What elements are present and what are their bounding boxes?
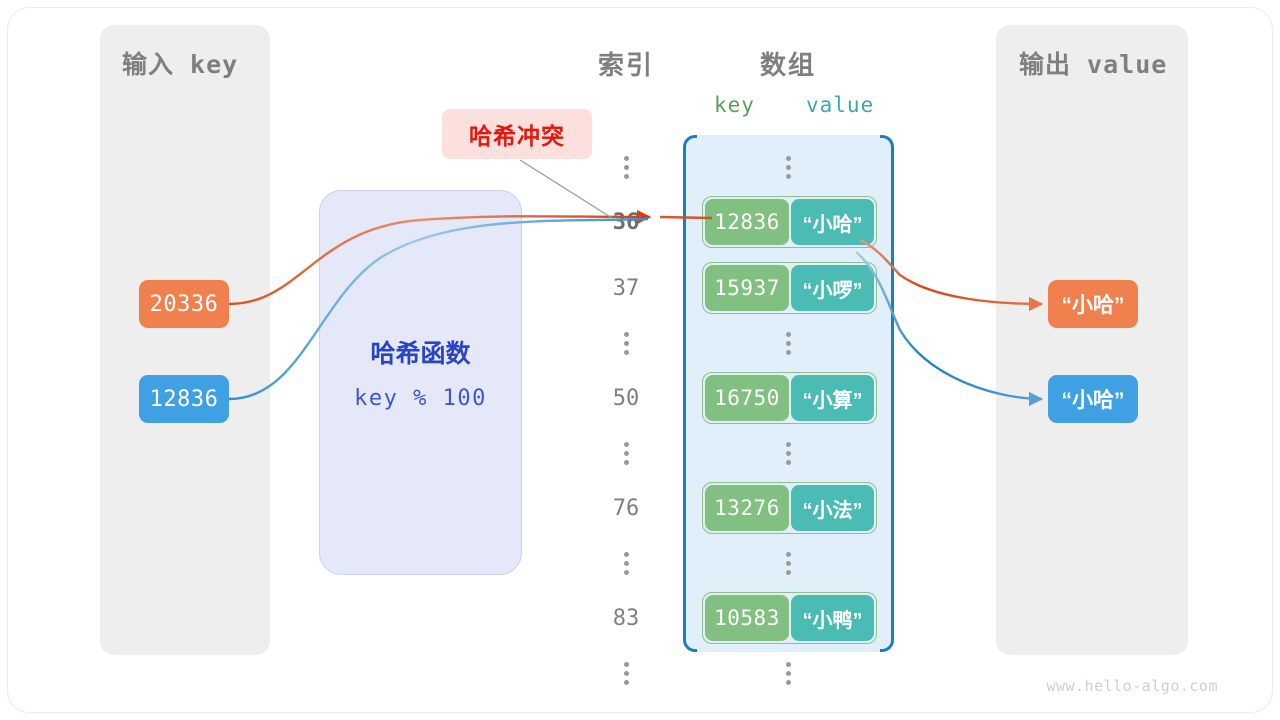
index-ellipsis: [591, 438, 661, 468]
bucket-value-cell: “小啰”: [790, 265, 874, 311]
bucket-value-cell: “小哈”: [790, 199, 874, 245]
index-label-50: 50: [612, 386, 640, 411]
bucket-key-cell: 10583: [705, 595, 789, 641]
hash-function-formula: key % 100: [354, 386, 487, 411]
array-ellipsis: [683, 438, 894, 468]
array-column-header: 数组: [759, 50, 816, 80]
bucket-key-cell: 13276: [705, 485, 789, 531]
output-value-chip-2[interactable]: “小哈”: [1048, 375, 1138, 423]
input-key-chip-1-label: 20336: [149, 291, 219, 317]
bucket-value-cell: “小算”: [790, 375, 874, 421]
bucket-value-cell: “小法”: [790, 485, 874, 531]
hash-function-box: 哈希函数 key % 100: [319, 190, 522, 575]
hash-function-title: 哈希函数: [370, 340, 471, 368]
index-column-header: 索引: [597, 50, 654, 80]
bucket-row[interactable]: 13276“小法”: [702, 482, 877, 534]
output-value-chip-1-label: “小哈”: [1061, 294, 1125, 317]
output-panel: [996, 25, 1188, 655]
input-panel-title: 输入 key: [122, 50, 239, 79]
input-key-chip-2[interactable]: 12836: [139, 375, 229, 423]
index-ellipsis: [591, 328, 661, 358]
bucket-row[interactable]: 10583“小鸭”: [702, 592, 877, 644]
bucket-value-cell: “小鸭”: [790, 595, 874, 641]
collision-callout: 哈希冲突: [442, 109, 592, 159]
index-label-36: 36: [612, 210, 640, 235]
index-label-37: 37: [612, 276, 640, 301]
bucket-key-cell: 16750: [705, 375, 789, 421]
index-ellipsis: [591, 548, 661, 578]
collision-callout-label: 哈希冲突: [469, 123, 565, 149]
array-bracket-left: [683, 135, 697, 652]
input-key-chip-2-label: 12836: [149, 386, 219, 412]
array-ellipsis: [683, 328, 894, 358]
array-ellipsis: [683, 658, 894, 688]
index-label-76: 76: [612, 496, 640, 521]
value-column-label: value: [806, 93, 875, 117]
output-value-chip-2-label: “小哈”: [1061, 389, 1125, 412]
index-label-83: 83: [612, 606, 640, 631]
array-ellipsis: [683, 548, 894, 578]
bucket-row[interactable]: 16750“小算”: [702, 372, 877, 424]
bucket-key-cell: 12836: [705, 199, 789, 245]
index-ellipsis: [591, 658, 661, 688]
output-panel-title: 输出 value: [1019, 50, 1168, 79]
bucket-row[interactable]: 12836“小哈”: [702, 196, 877, 248]
output-value-chip-1[interactable]: “小哈”: [1048, 280, 1138, 328]
key-column-label: key: [714, 93, 755, 117]
input-key-chip-1[interactable]: 20336: [139, 280, 229, 328]
bucket-row[interactable]: 15937“小啰”: [702, 262, 877, 314]
bucket-key-cell: 15937: [705, 265, 789, 311]
watermark: www.hello-algo.com: [1046, 677, 1218, 695]
array-ellipsis: [683, 152, 894, 182]
index-ellipsis: [591, 152, 661, 182]
input-panel: [100, 25, 270, 655]
